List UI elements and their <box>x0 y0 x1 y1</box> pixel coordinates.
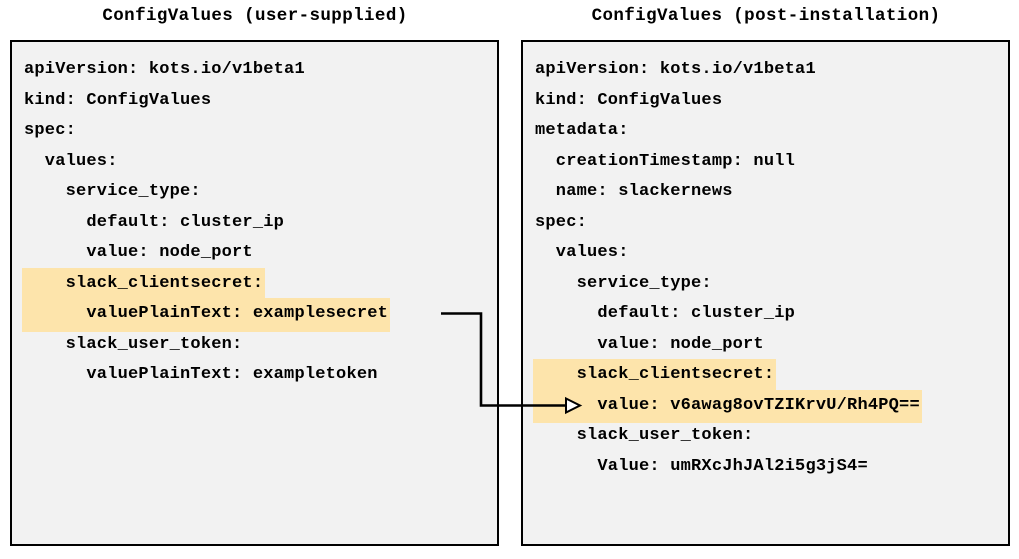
configvalues-user-supplied-box: apiVersion: kots.io/v1beta1 kind: ConfigV… <box>10 40 499 546</box>
code-line: service_type: <box>535 268 1004 299</box>
code-line: values: <box>535 237 1004 268</box>
code-line: slack_clientsecret: <box>22 267 493 301</box>
code-line: slack_user_token: <box>24 329 493 360</box>
code-line: creationTimestamp: null <box>535 146 1004 177</box>
panel-title-post-installation: ConfigValues (post-installation) <box>591 6 941 26</box>
code-text: values: <box>24 151 118 171</box>
code-text: creationTimestamp: null <box>535 151 796 171</box>
code-text: default: cluster_ip <box>24 212 285 232</box>
code-line: service_type: <box>24 176 493 207</box>
code-text: spec: <box>535 212 588 232</box>
code-text: slack_user_token: <box>535 426 754 445</box>
code-text: Value: umRXcJhJAl2i5g3jS4= <box>535 456 868 476</box>
code-block-user-supplied: apiVersion: kots.io/v1beta1 kind: ConfigV… <box>22 54 493 390</box>
code-text: valuePlainText: exampletoken <box>24 365 378 384</box>
code-block-post-installation: apiVersion: kots.io/v1beta1 kind: ConfigV… <box>533 54 1004 482</box>
code-line: slack_clientsecret: <box>533 359 1004 393</box>
code-line: valuePlainText: exampletoken <box>24 359 493 390</box>
code-text: kind: ConfigValues <box>24 90 212 110</box>
code-line: name: slackernews <box>535 176 1004 207</box>
code-line: spec: <box>535 207 1004 238</box>
code-text: value: node_port <box>535 334 764 354</box>
code-text: value: node_port <box>24 243 253 262</box>
highlighted-code-text: slack_clientsecret: <box>22 267 266 301</box>
code-line: apiVersion: kots.io/v1beta1 <box>24 54 493 85</box>
code-text: name: slackernews <box>535 182 733 201</box>
code-text: apiVersion: kots.io/v1beta1 <box>24 60 305 79</box>
code-line: values: <box>24 146 493 177</box>
panel-user-supplied: ConfigValues (user-supplied) apiVersion:… <box>0 0 500 559</box>
code-line: kind: ConfigValues <box>535 85 1004 116</box>
code-line: apiVersion: kots.io/v1beta1 <box>535 54 1004 85</box>
highlighted-code-text: slack_clientsecret: <box>533 359 777 393</box>
code-line: slack_user_token: <box>535 420 1004 451</box>
code-line: default: cluster_ip <box>24 207 493 238</box>
code-text: service_type: <box>24 182 201 201</box>
code-text: spec: <box>24 121 77 140</box>
code-line: spec: <box>24 115 493 146</box>
code-text: values: <box>535 243 629 262</box>
code-text: apiVersion: kots.io/v1beta1 <box>535 60 816 79</box>
code-line: default: cluster_ip <box>535 298 1004 329</box>
code-text: slack_user_token: <box>24 334 243 354</box>
code-line: value: v6awag8ovTZIKrvU/Rh4PQ== <box>533 389 1004 423</box>
highlighted-code-text: valuePlainText: examplesecret <box>22 298 391 332</box>
code-line: value: node_port <box>535 329 1004 360</box>
code-line: kind: ConfigValues <box>24 85 493 116</box>
panel-title-user-supplied: ConfigValues (user-supplied) <box>102 6 408 26</box>
highlighted-code-text: value: v6awag8ovTZIKrvU/Rh4PQ== <box>533 389 922 423</box>
code-line: metadata: <box>535 115 1004 146</box>
code-line: valuePlainText: examplesecret <box>22 298 493 332</box>
code-line: Value: umRXcJhJAl2i5g3jS4= <box>535 451 1004 482</box>
code-line: value: node_port <box>24 237 493 268</box>
code-text: kind: ConfigValues <box>535 90 723 110</box>
code-text: default: cluster_ip <box>535 304 796 323</box>
code-text: service_type: <box>535 273 712 293</box>
configvalues-post-installation-box: apiVersion: kots.io/v1beta1 kind: ConfigV… <box>521 40 1010 546</box>
panel-post-installation: ConfigValues (post-installation) apiVers… <box>511 0 1019 559</box>
code-text: metadata: <box>535 121 629 140</box>
